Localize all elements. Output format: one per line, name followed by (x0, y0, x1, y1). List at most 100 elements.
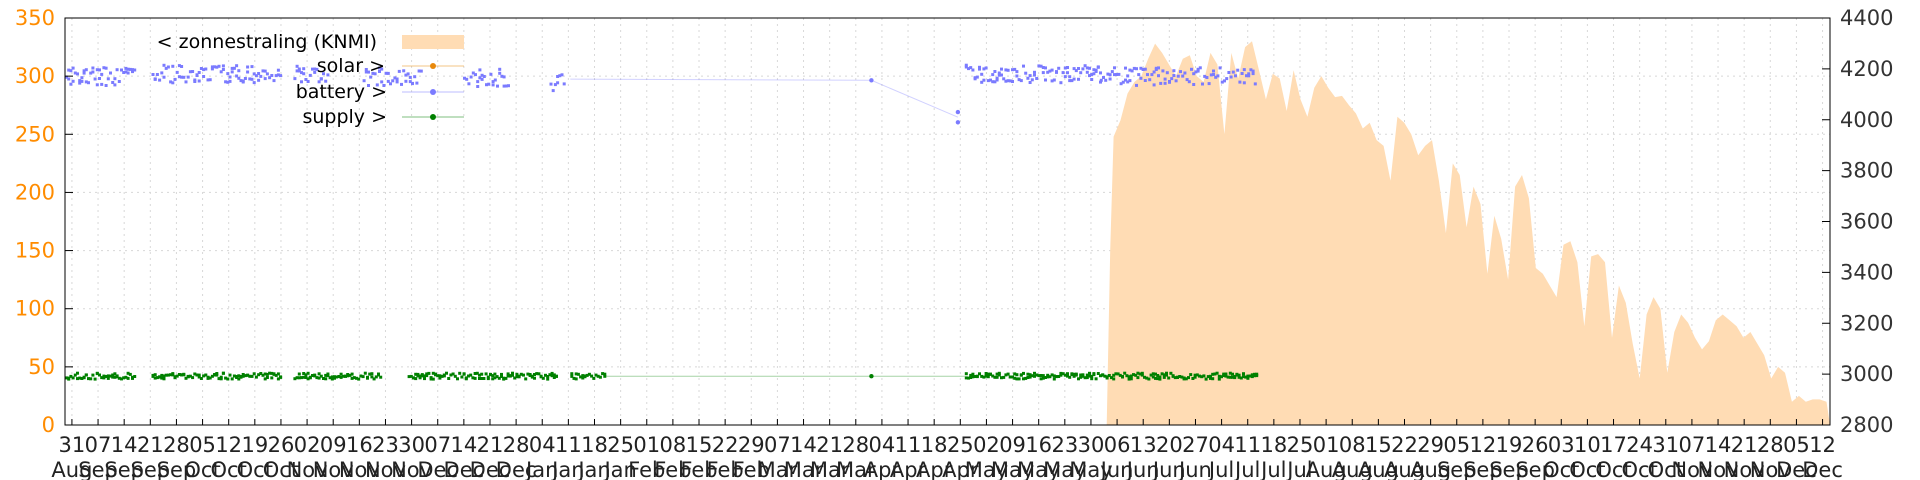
supply-point (237, 377, 241, 381)
battery-point (186, 75, 190, 79)
supply-point (423, 374, 426, 378)
battery-point (219, 70, 223, 74)
supply-point (1171, 374, 1175, 378)
x-tick-month-label: Nov (1698, 458, 1739, 480)
supply-point (1217, 374, 1221, 378)
legend: < zonnestraling (KNMI)solar >battery >su… (157, 31, 464, 128)
battery-point (124, 70, 128, 74)
battery-point (67, 68, 71, 72)
legend-label: solar > (317, 55, 385, 77)
battery-point (208, 78, 212, 82)
battery-point (487, 82, 491, 86)
supply-point (1233, 376, 1237, 380)
battery-point (489, 72, 493, 76)
supply-point (570, 372, 574, 376)
x-tick-day-label: 21 (477, 433, 504, 457)
supply-point (1193, 375, 1197, 379)
battery-point (504, 84, 508, 88)
supply-point (598, 375, 602, 379)
x-tick-day-label: 21 (816, 433, 843, 457)
supply-point (306, 377, 310, 381)
battery-point (380, 67, 384, 71)
supply-point (1112, 373, 1116, 377)
battery-point (1099, 71, 1102, 75)
x-tick-day-label: 02 (973, 433, 1000, 457)
y-right-tick-label: 3600 (1840, 210, 1893, 234)
battery-point (276, 73, 280, 77)
supply-point (995, 375, 999, 379)
battery-point (986, 79, 990, 83)
supply-point (1209, 376, 1212, 380)
supply-point (434, 373, 437, 377)
battery-point (248, 77, 252, 81)
battery-point (1238, 80, 1242, 84)
x-tick-day-label: 12 (1809, 433, 1836, 457)
supply-point (113, 375, 117, 379)
battery-point (1183, 71, 1187, 75)
supply-point (572, 376, 576, 380)
supply-point (274, 373, 278, 377)
supply-point (504, 376, 508, 380)
battery-point (71, 79, 75, 83)
supply-point (219, 377, 223, 381)
x-tick-month-label: Apr (864, 458, 901, 480)
supply-point (533, 373, 536, 376)
supply-point (1147, 377, 1151, 381)
x-tick-day-label: 01 (1313, 433, 1340, 457)
x-tick-day-label: 25 (1287, 433, 1314, 457)
battery-point (1004, 79, 1008, 83)
supply-point (500, 375, 503, 378)
supply-point (160, 376, 164, 380)
battery-point (1011, 68, 1014, 72)
supply-point (1151, 372, 1155, 376)
supply-point (1202, 374, 1206, 378)
supply-point (1239, 376, 1243, 380)
battery-point (1041, 66, 1045, 69)
point-series (65, 63, 1259, 381)
supply-point (76, 377, 79, 381)
supply-point (76, 371, 79, 375)
supply-point (199, 377, 203, 380)
battery-point (556, 81, 560, 85)
supply-point (1068, 375, 1072, 379)
supply-point (186, 375, 190, 379)
battery-point (313, 67, 317, 71)
supply-point (330, 377, 334, 381)
battery-point (67, 77, 71, 81)
supply-point (1253, 372, 1256, 376)
x-tick-month-label: Feb (654, 458, 691, 480)
battery-point (276, 68, 280, 72)
battery-point (482, 75, 486, 78)
x-tick-day-label: 07 (764, 433, 791, 457)
supply-point (436, 374, 440, 378)
battery-point (411, 82, 414, 86)
supply-point (1140, 373, 1144, 377)
supply-point (438, 374, 442, 378)
battery-point (1083, 64, 1087, 68)
supply-point (1156, 374, 1160, 377)
legend-swatch-point (430, 114, 436, 120)
x-tick-month-label: Oct (263, 458, 299, 480)
supply-point (232, 374, 236, 378)
battery-point (1066, 71, 1069, 75)
battery-point (995, 76, 999, 80)
supply-point (363, 371, 367, 375)
supply-point (1002, 375, 1006, 379)
x-tick-day-label: 15 (1365, 433, 1392, 457)
battery-point (257, 78, 261, 82)
battery-point (1008, 79, 1012, 83)
supply-point (169, 373, 173, 377)
supply-point (502, 377, 506, 381)
supply-point (574, 377, 578, 381)
supply-point (374, 375, 378, 379)
battery-point (104, 84, 108, 87)
battery-point (252, 81, 256, 85)
supply-point (533, 376, 536, 380)
supply-point (1085, 376, 1089, 380)
battery-point (131, 68, 134, 72)
battery-point (1132, 66, 1136, 70)
supply-point (416, 372, 420, 376)
supply-point (447, 377, 451, 380)
supply-point (1138, 372, 1142, 376)
